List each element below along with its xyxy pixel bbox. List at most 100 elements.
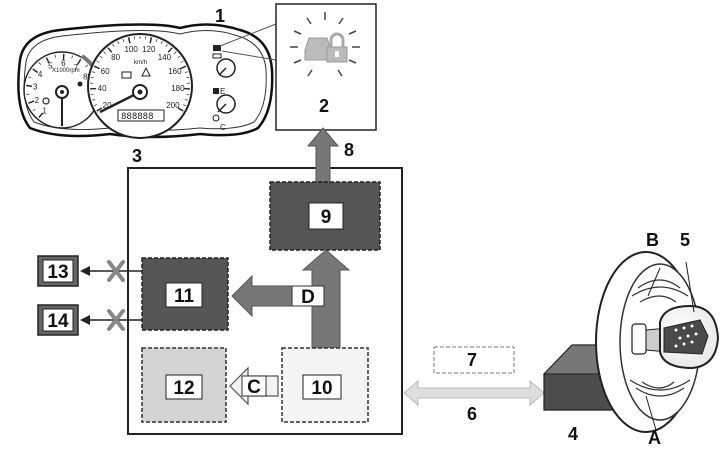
- callout-5: 5: [680, 230, 690, 250]
- speedometer-tick: [117, 41, 120, 45]
- tachometer-tick-label: 6: [61, 59, 66, 68]
- speedometer-tick-label: 100: [125, 45, 139, 54]
- indicator-icon: [212, 53, 222, 59]
- callout-leader-top: [219, 23, 277, 47]
- speedometer-tick: [186, 93, 190, 96]
- leader-a: [645, 395, 657, 431]
- tachometer-tick: [71, 55, 73, 59]
- communication-arrow-6: [403, 379, 545, 407]
- output-arrow-8: [306, 127, 340, 183]
- leader-5: [685, 261, 695, 313]
- antenna-coil-waves: [629, 279, 691, 397]
- output-14-blocked-icon: [107, 309, 125, 331]
- cluster-inner-outline: [23, 29, 267, 131]
- key-chip-pattern: [674, 324, 698, 348]
- speedometer-tick: [155, 38, 158, 42]
- tachometer-tick-label: 4: [38, 70, 43, 79]
- tachometer-tick-label: 1: [42, 107, 47, 116]
- speedometer-tick: [180, 65, 187, 70]
- speedometer-tick: [96, 60, 100, 63]
- speedometer-tick: [99, 55, 103, 59]
- box-9-label: 9: [321, 207, 332, 228]
- speedometer-tick: [167, 47, 173, 53]
- box-11: [141, 257, 229, 331]
- speedometer-tick-label: 40: [98, 84, 107, 93]
- box-14-label: 14: [47, 311, 69, 332]
- speedometer-tick: [92, 99, 96, 101]
- speedometer-tick: [160, 41, 163, 45]
- speedometer-tick-label: 20: [103, 101, 112, 110]
- odometer-value: 888888: [121, 112, 154, 122]
- odometer-display: [117, 109, 165, 122]
- fuel-temp-gauges: E C: [212, 45, 236, 132]
- tachometer-tick-label: 7: [74, 63, 79, 72]
- tachometer-tick: [28, 100, 35, 104]
- oil-warning-icon: [42, 97, 50, 105]
- output-14: 14: [37, 304, 142, 336]
- speedometer-tick-label: 160: [168, 67, 182, 76]
- speedometer-unit: km/h: [134, 60, 147, 66]
- tachometer-tick-label: 8: [83, 73, 88, 82]
- speedometer-tick: [173, 51, 177, 54]
- padlock-shackle-icon: [329, 32, 345, 48]
- callout-leader-bottom: [221, 50, 277, 61]
- tachometer-tick: [28, 76, 32, 79]
- tachometer-tick: [38, 62, 42, 65]
- tachometer-unit: X1000rpm: [52, 68, 80, 74]
- output-13-blocked-icon: [107, 260, 125, 282]
- tachometer-tick-label: 5: [48, 62, 53, 71]
- speedometer-tick: [90, 76, 94, 79]
- tachometer-tick: [77, 58, 82, 65]
- arrow-c-label: C: [247, 377, 261, 398]
- speedometer-tick: [122, 38, 125, 42]
- speedometer-tick: [183, 104, 187, 107]
- output-13-arrowhead: [80, 266, 90, 276]
- speedometer-tick: [103, 51, 107, 54]
- tachometer-tick: [32, 68, 39, 74]
- warning-triangle-icon: [141, 66, 151, 77]
- callout-2: 2: [319, 96, 329, 116]
- speedometer-tick: [112, 44, 115, 47]
- tachometer-tick-label: 2: [35, 96, 40, 105]
- speedometer-tick: [90, 93, 94, 96]
- battery-warning-icon: [121, 71, 132, 79]
- speedometer-tick-label: 200: [166, 101, 180, 110]
- tachometer-tick: [45, 57, 50, 64]
- speedometer-tick: [127, 37, 131, 44]
- ignition-switch-assembly: [542, 251, 720, 433]
- speedometer-tick: [177, 107, 184, 112]
- callout-6: 6: [467, 404, 477, 424]
- box-10-label: 10: [311, 378, 332, 399]
- box-12-label: 12: [173, 378, 194, 399]
- speedometer-tick: [92, 71, 96, 73]
- speedometer-tick: [93, 65, 100, 70]
- box-13-label: 13: [47, 262, 68, 283]
- temp-cold-label: C: [220, 123, 226, 132]
- speedometer-tick: [93, 104, 97, 107]
- security-indicator-icon: [213, 45, 221, 51]
- tachometer-tick: [54, 54, 56, 58]
- indicator-zoom-box: [275, 3, 377, 131]
- speedometer-tick-marks: [90, 36, 190, 112]
- callout-8: 8: [344, 140, 354, 160]
- speedometer-tick: [96, 107, 103, 112]
- key-slot: [631, 323, 647, 355]
- tachometer-tick-label: 3: [33, 83, 38, 92]
- arrow-d-label: D: [301, 287, 315, 308]
- tachometer-tick: [26, 84, 33, 87]
- output-14-arrowhead: [80, 315, 90, 325]
- box-11-label: 11: [174, 286, 195, 307]
- callout-1: 1: [215, 6, 225, 26]
- seatbelt-warning-icon: [213, 88, 219, 94]
- brake-warning-icon: [212, 114, 220, 122]
- speedometer-tick: [107, 47, 113, 53]
- speedometer-tick: [186, 76, 190, 79]
- speedometer-tick: [184, 99, 188, 101]
- leader-b: [647, 267, 661, 297]
- speedometer-tick: [180, 60, 184, 63]
- speedometer-tick-label: 140: [158, 53, 172, 62]
